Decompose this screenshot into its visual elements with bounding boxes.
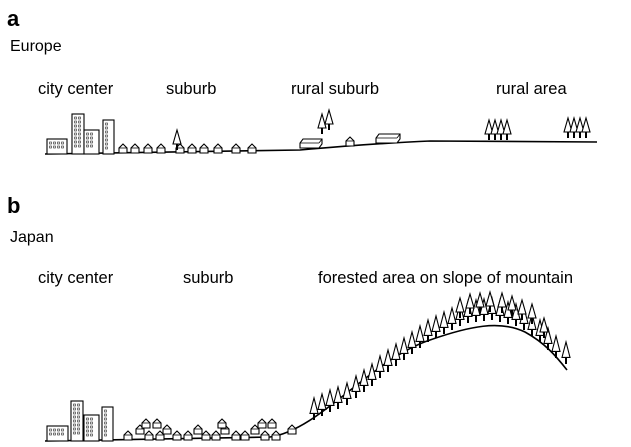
building-icon	[71, 401, 83, 441]
tree-icon	[376, 356, 384, 378]
tree-icon	[432, 316, 440, 338]
building-icon	[47, 139, 67, 154]
house-icon	[200, 144, 208, 153]
building-icon	[102, 407, 113, 441]
house-icon	[232, 431, 240, 440]
panel-b-mountain-line	[45, 326, 567, 441]
house-icon	[142, 419, 150, 428]
panel-a-scene	[45, 110, 597, 154]
house-icon	[163, 425, 171, 434]
tree-icon	[352, 376, 360, 398]
building-icon	[72, 114, 84, 154]
house-icon	[272, 431, 280, 440]
house-icon	[202, 431, 210, 440]
house-icon	[268, 419, 276, 428]
house-icon	[261, 431, 269, 440]
building-icon	[84, 130, 99, 154]
tree-icon	[424, 320, 432, 342]
house-icon	[214, 144, 222, 153]
building-icon	[47, 426, 68, 441]
house-icon	[258, 419, 266, 428]
house-icon	[212, 431, 220, 440]
house-icon	[194, 425, 202, 434]
house-icon	[184, 431, 192, 440]
building-icon	[103, 120, 114, 154]
tree-icon	[334, 387, 342, 409]
cottage-icon	[376, 134, 400, 143]
house-icon	[145, 431, 153, 440]
house-icon	[173, 431, 181, 440]
house-icon	[131, 144, 139, 153]
tree-icon	[408, 332, 416, 354]
tree-icon	[310, 398, 318, 420]
house-icon	[188, 144, 196, 153]
house-icon	[157, 144, 165, 153]
house-icon	[218, 419, 226, 428]
building-icon	[84, 415, 99, 441]
house-icon	[119, 144, 127, 153]
tree-icon	[368, 364, 376, 386]
house-icon	[124, 431, 132, 440]
panel-b-scene	[45, 292, 570, 441]
house-icon	[346, 137, 354, 146]
house-icon	[153, 419, 161, 428]
tree-icon	[528, 304, 536, 324]
tree-icon	[318, 394, 326, 416]
tree-icon	[582, 118, 590, 138]
house-icon	[232, 144, 240, 153]
tree-icon	[384, 350, 392, 372]
tree-icon	[562, 342, 570, 364]
house-icon	[144, 144, 152, 153]
tree-icon	[503, 120, 511, 140]
house-icon	[241, 431, 249, 440]
cottage-icon	[300, 139, 322, 148]
house-icon	[248, 144, 256, 153]
tree-icon	[392, 344, 400, 366]
house-icon	[288, 425, 296, 434]
tree-icon	[360, 370, 368, 392]
tree-icon	[400, 338, 408, 360]
tree-icon	[440, 312, 448, 334]
tree-icon	[448, 308, 456, 330]
tree-icon	[343, 383, 351, 405]
